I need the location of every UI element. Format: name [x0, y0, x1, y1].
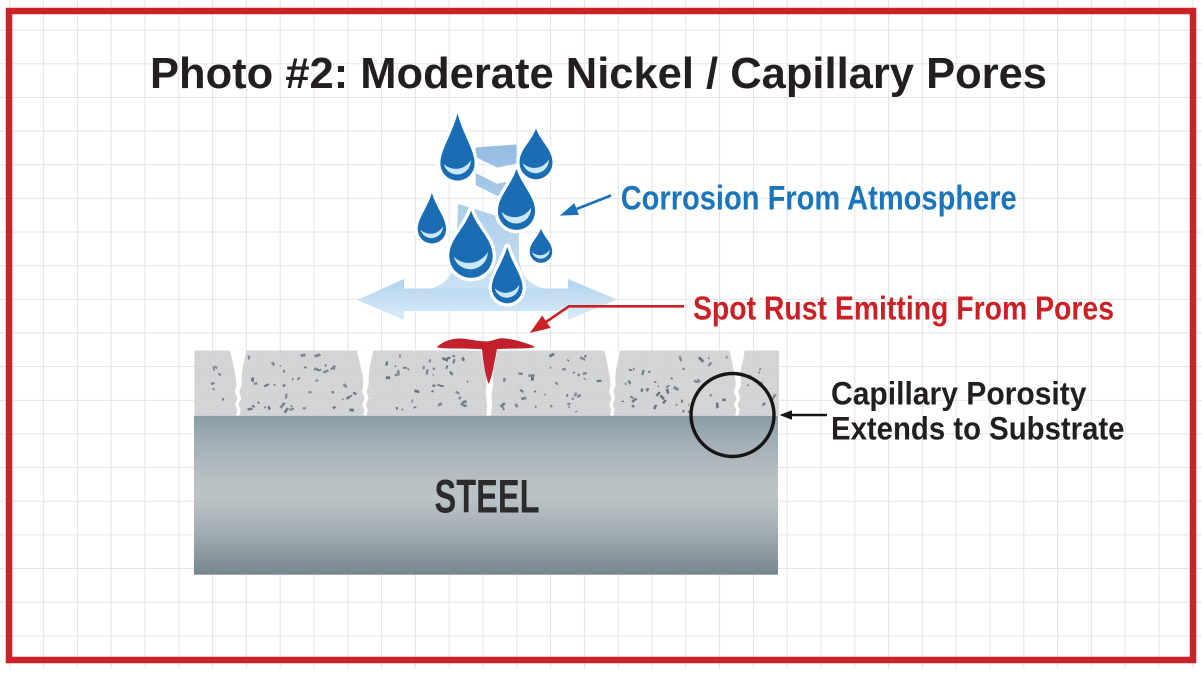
svg-text:STEEL: STEEL — [435, 469, 540, 522]
svg-text:Capillary Porosity: Capillary Porosity — [831, 376, 1087, 412]
svg-text:Extends to Substrate: Extends to Substrate — [831, 411, 1125, 447]
svg-text:Corrosion From Atmosphere: Corrosion From Atmosphere — [621, 180, 1017, 218]
svg-text:Spot Rust Emitting From Pores: Spot Rust Emitting From Pores — [693, 291, 1114, 328]
svg-text:Photo #2: Moderate Nickel / Ca: Photo #2: Moderate Nickel / Capillary Po… — [150, 49, 1047, 98]
